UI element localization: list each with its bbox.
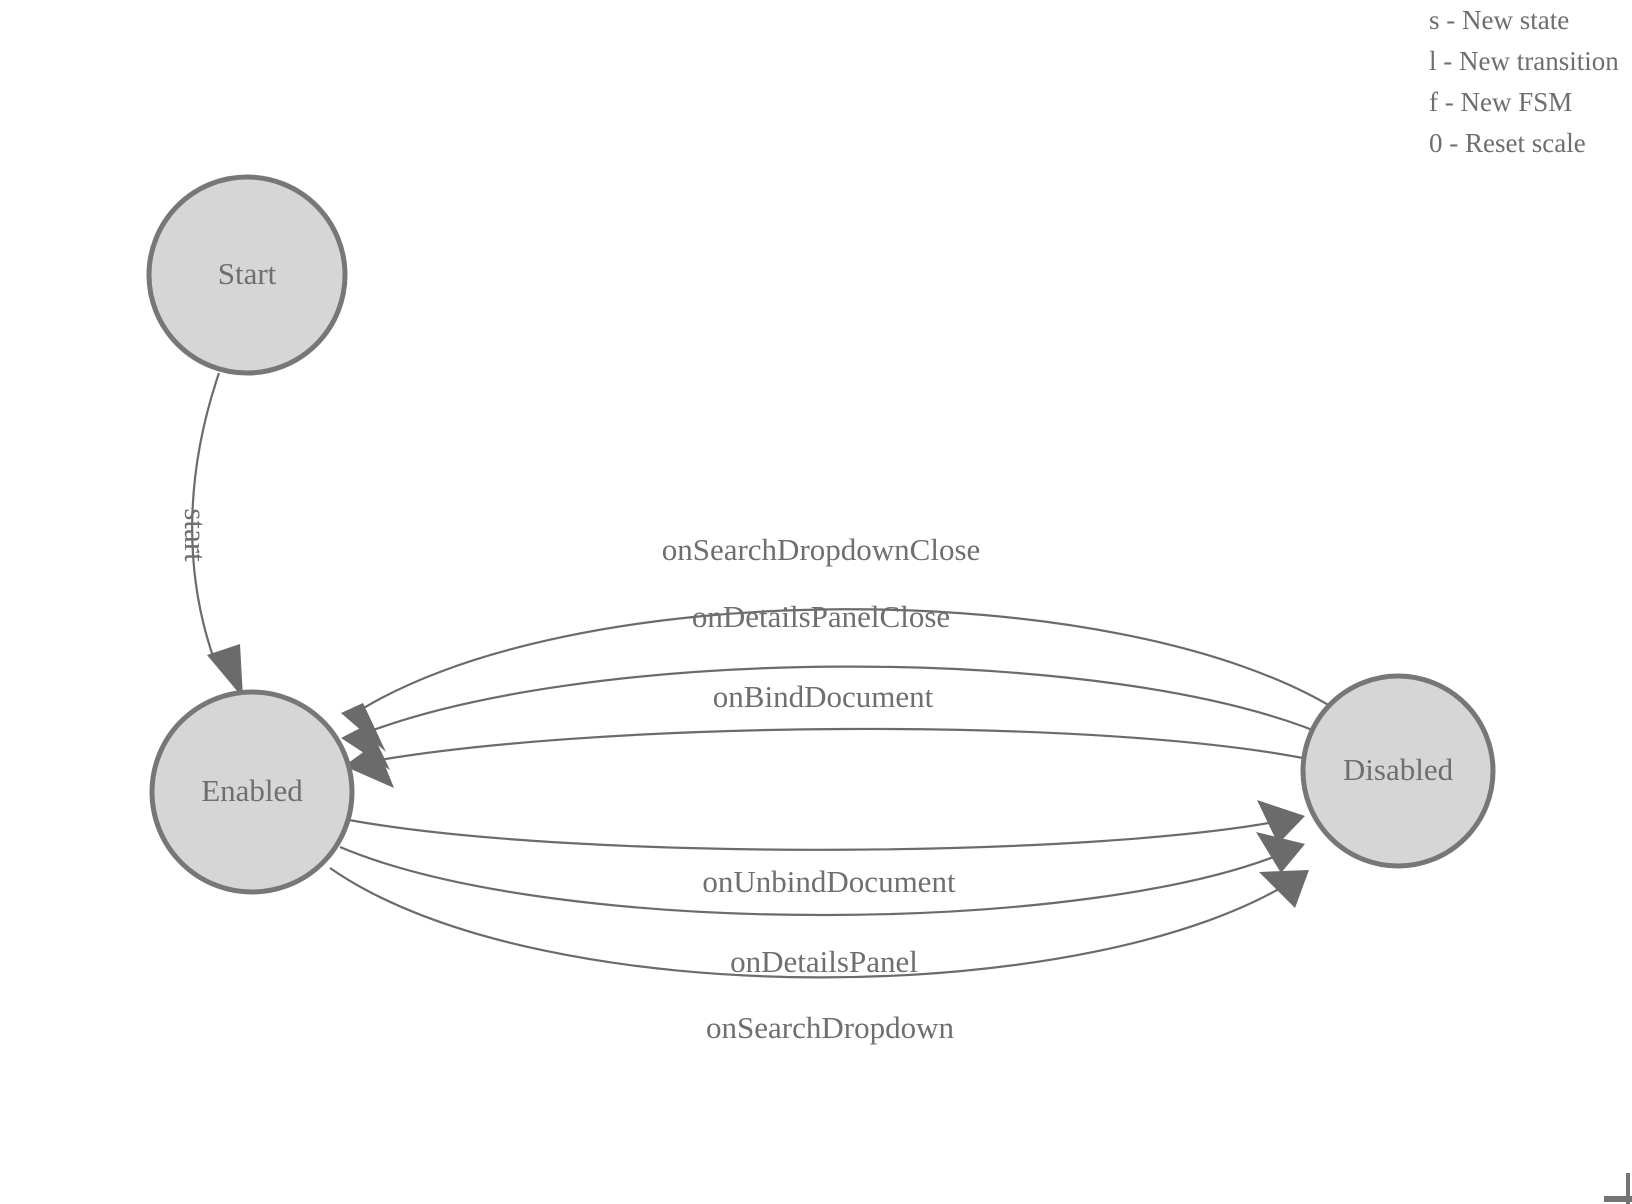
state-node-disabled-label: Disabled [1343,752,1454,787]
arrowhead-start-enabled [207,644,243,698]
edge-path-unbinddocument [348,816,1296,851]
edge-start-to-enabled[interactable] [191,372,243,698]
edge-label-onsearchdropdown: onSearchDropdown [706,1010,954,1045]
state-node-enabled-label: Enabled [201,773,303,808]
edge-enabled-to-disabled-detailspanel[interactable] [339,832,1305,917]
arrowhead-detailspanel [1256,832,1305,873]
state-node-disabled-circle[interactable] [1300,673,1496,869]
edge-label-ondetailspanelclose: onDetailsPanelClose [692,599,950,634]
edge-path-detailspanelclose [347,665,1333,742]
edge-label-onsearchdropdownclose: onSearchDropdownClose [662,532,981,567]
arrowhead-searchdropdown [1259,870,1309,908]
edge-label-ondetailspanel: onDetailsPanel [730,944,918,979]
edge-path-start-enabled [191,372,221,663]
edge-label-onbinddocument: onBindDocument [713,679,934,714]
edge-path-searchdropdown [329,867,1301,979]
state-node-enabled-circle[interactable] [149,689,355,895]
arrowhead-binddocument [344,743,394,788]
state-node-disabled[interactable]: Disabled [1300,673,1496,869]
edge-enabled-to-disabled-unbinddocument[interactable] [348,800,1305,851]
horizontal-scrollbar-thumb[interactable] [1604,1196,1632,1202]
state-node-start[interactable]: Start [146,174,348,376]
edge-enabled-to-disabled-searchdropdown[interactable] [329,867,1309,979]
edge-label-start: start [178,508,213,562]
arrowhead-unbinddocument [1257,800,1305,844]
state-node-start-circle[interactable] [146,174,348,376]
edge-path-binddocument [351,727,1323,767]
vertical-scrollbar-thumb[interactable] [1626,1173,1630,1204]
edge-label-onunbinddocument: onUnbindDocument [702,864,956,899]
state-node-enabled[interactable]: Enabled [149,689,355,895]
edge-disabled-to-enabled-binddocument[interactable] [344,727,1323,788]
state-node-start-label: Start [218,256,277,291]
edge-path-searchdropdownclose [347,608,1341,719]
edge-path-detailspanel [339,845,1296,917]
